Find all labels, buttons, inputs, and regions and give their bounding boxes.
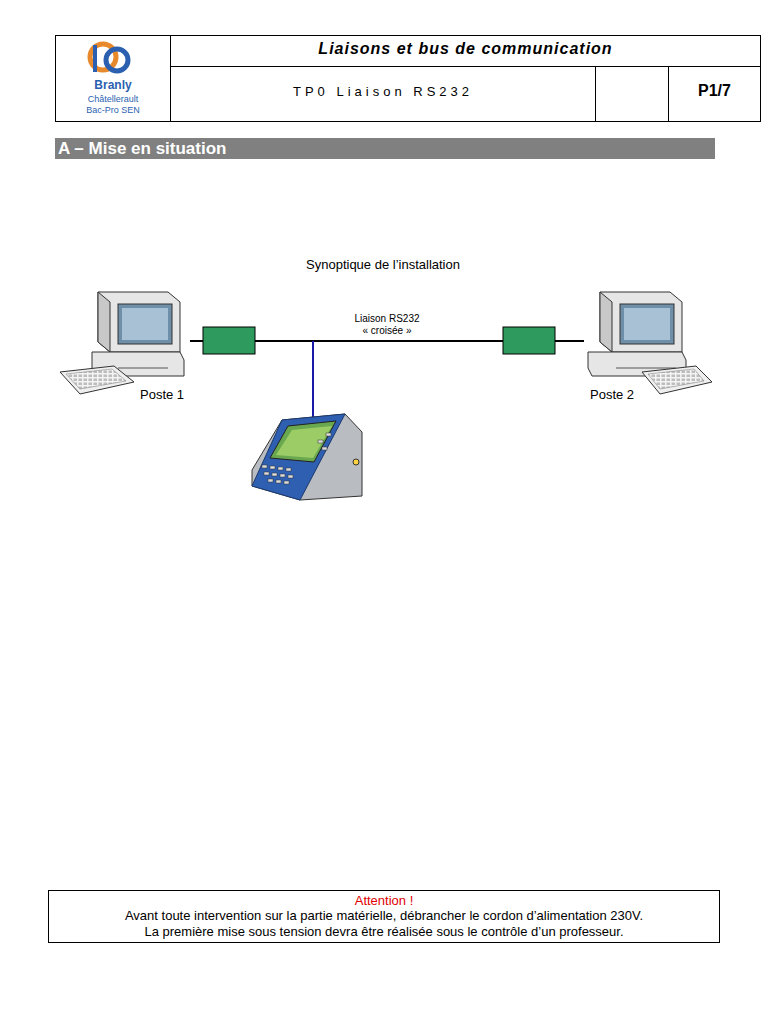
diagram-caption: Synoptique de l’installation [183, 257, 583, 272]
header-title: Liaisons et bus de communication [171, 40, 760, 58]
section-bar [55, 138, 715, 159]
workstation-label: Poste 2 [590, 387, 634, 402]
workstation-node: Poste 2 [584, 288, 714, 406]
pc-illustration [60, 292, 184, 394]
logo-name: Branly [57, 78, 169, 92]
logo-city: Châtellerault [57, 94, 169, 104]
page-number: P1/7 [669, 82, 760, 100]
warning-box [49, 891, 720, 943]
link-label: Liaison RS232 « croisée » [352, 313, 422, 337]
section-heading: A – Mise en situation [58, 138, 226, 159]
oscilloscope [252, 414, 362, 500]
rs232-connectors [203, 327, 555, 418]
warning-title: Attention ! [49, 893, 719, 908]
workstation-label: Poste 1 [140, 387, 184, 402]
logo-section: Bac-Pro SEN [57, 105, 169, 115]
warning-text: Avant toute intervention sur la partie m… [49, 908, 719, 923]
warning-text: La première mise sous tension devra être… [49, 924, 719, 939]
document-code: TP0 Liaison RS232 [171, 84, 595, 99]
pc-illustration [588, 292, 712, 394]
school-logo [90, 44, 128, 72]
workstation-node: Poste 1 [55, 288, 190, 406]
header-table [56, 36, 761, 122]
